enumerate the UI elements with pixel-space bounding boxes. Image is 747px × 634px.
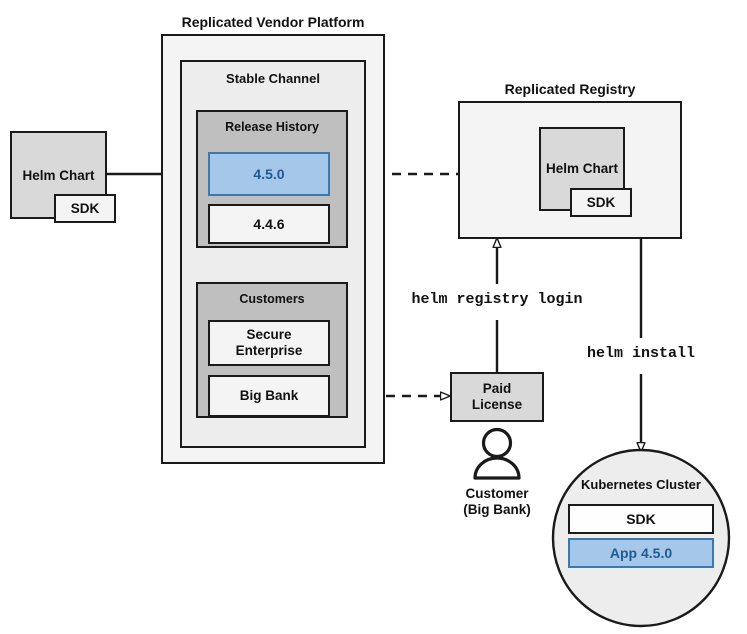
customer-name-label: Secure Enterprise — [235, 326, 303, 358]
source-helm-chart-label: Helm Chart — [22, 168, 95, 183]
registry-helm-chart-label: Helm Chart — [545, 161, 618, 176]
command-helm-install: helm install — [586, 345, 696, 362]
customer-big-bank[interactable]: Big Bank — [208, 375, 330, 417]
cluster-workload-label: SDK — [626, 510, 656, 527]
source-sdk-label: SDK — [70, 200, 100, 216]
customer-name-label: Big Bank — [239, 388, 299, 404]
person-icon — [473, 427, 521, 480]
vendor-platform-title: Replicated Vendor Platform — [181, 14, 365, 30]
paid-license-label: Paid License — [471, 380, 523, 412]
release-item-4-4-6[interactable]: 4.4.6 — [208, 204, 330, 244]
cluster-title: Kubernetes Cluster — [581, 477, 701, 492]
registry-helm-chart-box[interactable]: Helm Chart — [539, 127, 625, 211]
cluster-workload-app[interactable]: App 4.5.0 — [568, 538, 714, 568]
release-version-label: 4.4.6 — [253, 215, 285, 232]
release-item-4-5-0[interactable]: 4.5.0 — [208, 152, 330, 196]
registry-sdk-box[interactable]: SDK — [570, 188, 632, 217]
customer-secure-enterprise[interactable]: Secure Enterprise — [208, 320, 330, 366]
registry-title: Replicated Registry — [504, 81, 636, 97]
customer-actor-label: Customer (Big Bank) — [463, 486, 531, 518]
release-history-title: Release History — [225, 120, 319, 134]
command-registry-login: helm registry login — [411, 291, 583, 308]
cluster-workload-label: App 4.5.0 — [609, 544, 673, 561]
paid-license-box[interactable]: Paid License — [450, 372, 544, 422]
customers-title: Customers — [239, 292, 305, 306]
release-version-label: 4.5.0 — [253, 165, 285, 182]
cluster-workload-sdk[interactable]: SDK — [568, 504, 714, 534]
stable-channel-title: Stable Channel — [226, 71, 320, 86]
registry-sdk-label: SDK — [586, 194, 616, 210]
source-sdk-box[interactable]: SDK — [54, 194, 116, 223]
